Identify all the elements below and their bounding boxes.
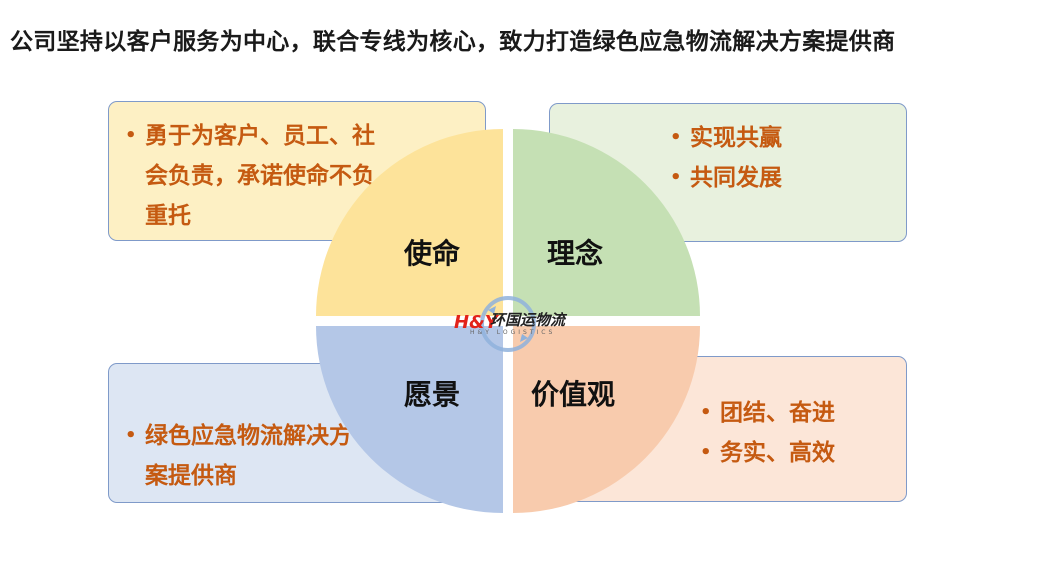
quadrant-label-values: 价值观 — [531, 378, 616, 411]
logo-brand: H&Y — [454, 312, 500, 333]
quadrant-label-concept: 理念 — [547, 237, 604, 270]
vision-bullet: 绿色应急物流解决方案提供商 — [117, 416, 355, 496]
mission-bullet: 勇于为客户、员工、社会负责，承诺使命不负重托 — [117, 116, 375, 236]
values-bullet-2: 务实、高效 — [692, 433, 906, 473]
quadrant-mission — [316, 129, 503, 316]
values-bullet-1: 团结、奋进 — [692, 393, 906, 433]
quadrant-values — [513, 326, 700, 513]
concept-bullet-1: 实现共赢 — [662, 118, 906, 158]
quadrant-vision — [316, 326, 503, 513]
quadrant-concept — [513, 129, 700, 316]
page-title: 公司坚持以客户服务为中心，联合专线为核心，致力打造绿色应急物流解决方案提供商 — [10, 29, 896, 55]
logo-subtitle: H&Y LOGISTICS — [470, 329, 556, 336]
company-logo: H&Y — [454, 296, 536, 352]
concept-bullet-2: 共同发展 — [662, 158, 906, 198]
logo-name: 环国运物流 — [490, 311, 566, 329]
quadrant-label-vision: 愿景 — [404, 378, 461, 411]
quadrant-label-mission: 使命 — [404, 237, 461, 270]
